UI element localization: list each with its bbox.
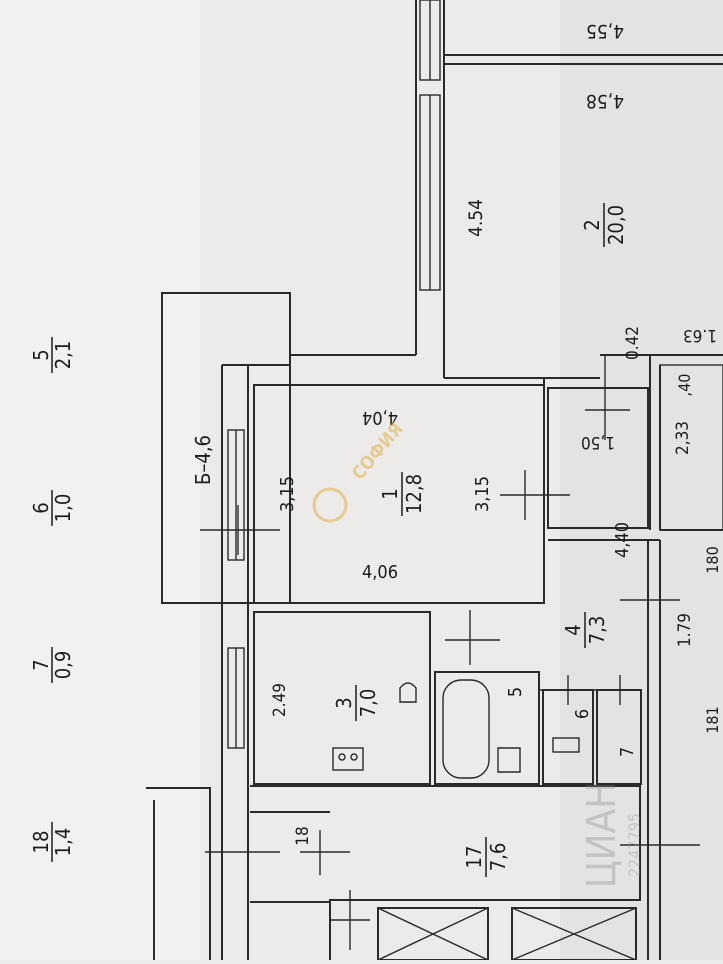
dim-249: 2.49 bbox=[270, 683, 290, 717]
room-5-num: 5 bbox=[505, 687, 526, 697]
room-1-area: 12,8 bbox=[402, 474, 426, 514]
dim-455: 4,55 bbox=[586, 20, 624, 42]
room-3-num: 3 bbox=[332, 697, 356, 708]
room-2-area: 20,0 bbox=[604, 205, 628, 245]
watermark-cian: ЦИАН 2247795 bbox=[579, 782, 644, 889]
room-7-num: 7 bbox=[617, 747, 638, 757]
dim-315-left: 3,15 bbox=[277, 476, 298, 512]
outside-label-5-num: 5 bbox=[29, 349, 53, 360]
room-2-num: 2 bbox=[580, 219, 604, 230]
watermark-cian-id: 2247795 bbox=[625, 813, 644, 877]
dimension-labels: 4,55 4,58 4.54 0.42 1.63 ,40 4,04 1,50 2… bbox=[270, 20, 722, 846]
room-1-num: 1 bbox=[378, 488, 402, 499]
watermark-cian-text: ЦИАН bbox=[579, 782, 625, 889]
dim-181: 181 bbox=[703, 706, 722, 733]
outside-label-7-area: 0,9 bbox=[51, 651, 75, 680]
dim-150: 1,50 bbox=[581, 432, 615, 452]
dim-440: 4,40 bbox=[612, 522, 633, 558]
dim-454: 4.54 bbox=[465, 199, 487, 237]
outside-label-18-area: 1,4 bbox=[51, 828, 75, 857]
balcony-label: Б–4,6 bbox=[191, 435, 215, 485]
dim-315-right: 3,15 bbox=[472, 476, 493, 512]
outside-label-6-area: 1,0 bbox=[51, 494, 75, 523]
dim-233: 2,33 bbox=[673, 421, 693, 455]
room-17-num: 17 bbox=[462, 846, 486, 869]
room-labels: 2 20,0 1 12,8 3 7,0 4 7,3 17 7,6 Б–4, bbox=[191, 203, 628, 877]
outside-label-6-num: 6 bbox=[29, 502, 53, 513]
room-6-num: 6 bbox=[572, 709, 593, 719]
outside-labels: 5 2,1 6 1,0 7 0,9 18 1,4 bbox=[29, 337, 75, 862]
dim-179: 1.79 bbox=[675, 613, 695, 647]
room-4-area: 7,3 bbox=[585, 616, 609, 645]
dim-404: 4,04 bbox=[362, 407, 398, 428]
dim-458: 4,58 bbox=[586, 90, 624, 112]
outside-label-5-area: 2,1 bbox=[51, 341, 75, 370]
walls bbox=[146, 0, 723, 961]
dim-180: 180 bbox=[703, 546, 722, 573]
dim-163: 1.63 bbox=[683, 325, 717, 345]
outside-label-7-num: 7 bbox=[29, 659, 53, 670]
dim-18: 18 bbox=[293, 826, 313, 845]
room-4-num: 4 bbox=[561, 624, 585, 635]
dim-042: 0.42 bbox=[623, 326, 643, 360]
outside-label-18-num: 18 bbox=[29, 831, 53, 854]
dim-140: ,40 bbox=[675, 374, 694, 397]
room-17-area: 7,6 bbox=[486, 843, 510, 872]
room-3-area: 7,0 bbox=[356, 689, 380, 718]
dim-406: 4,06 bbox=[362, 562, 398, 583]
